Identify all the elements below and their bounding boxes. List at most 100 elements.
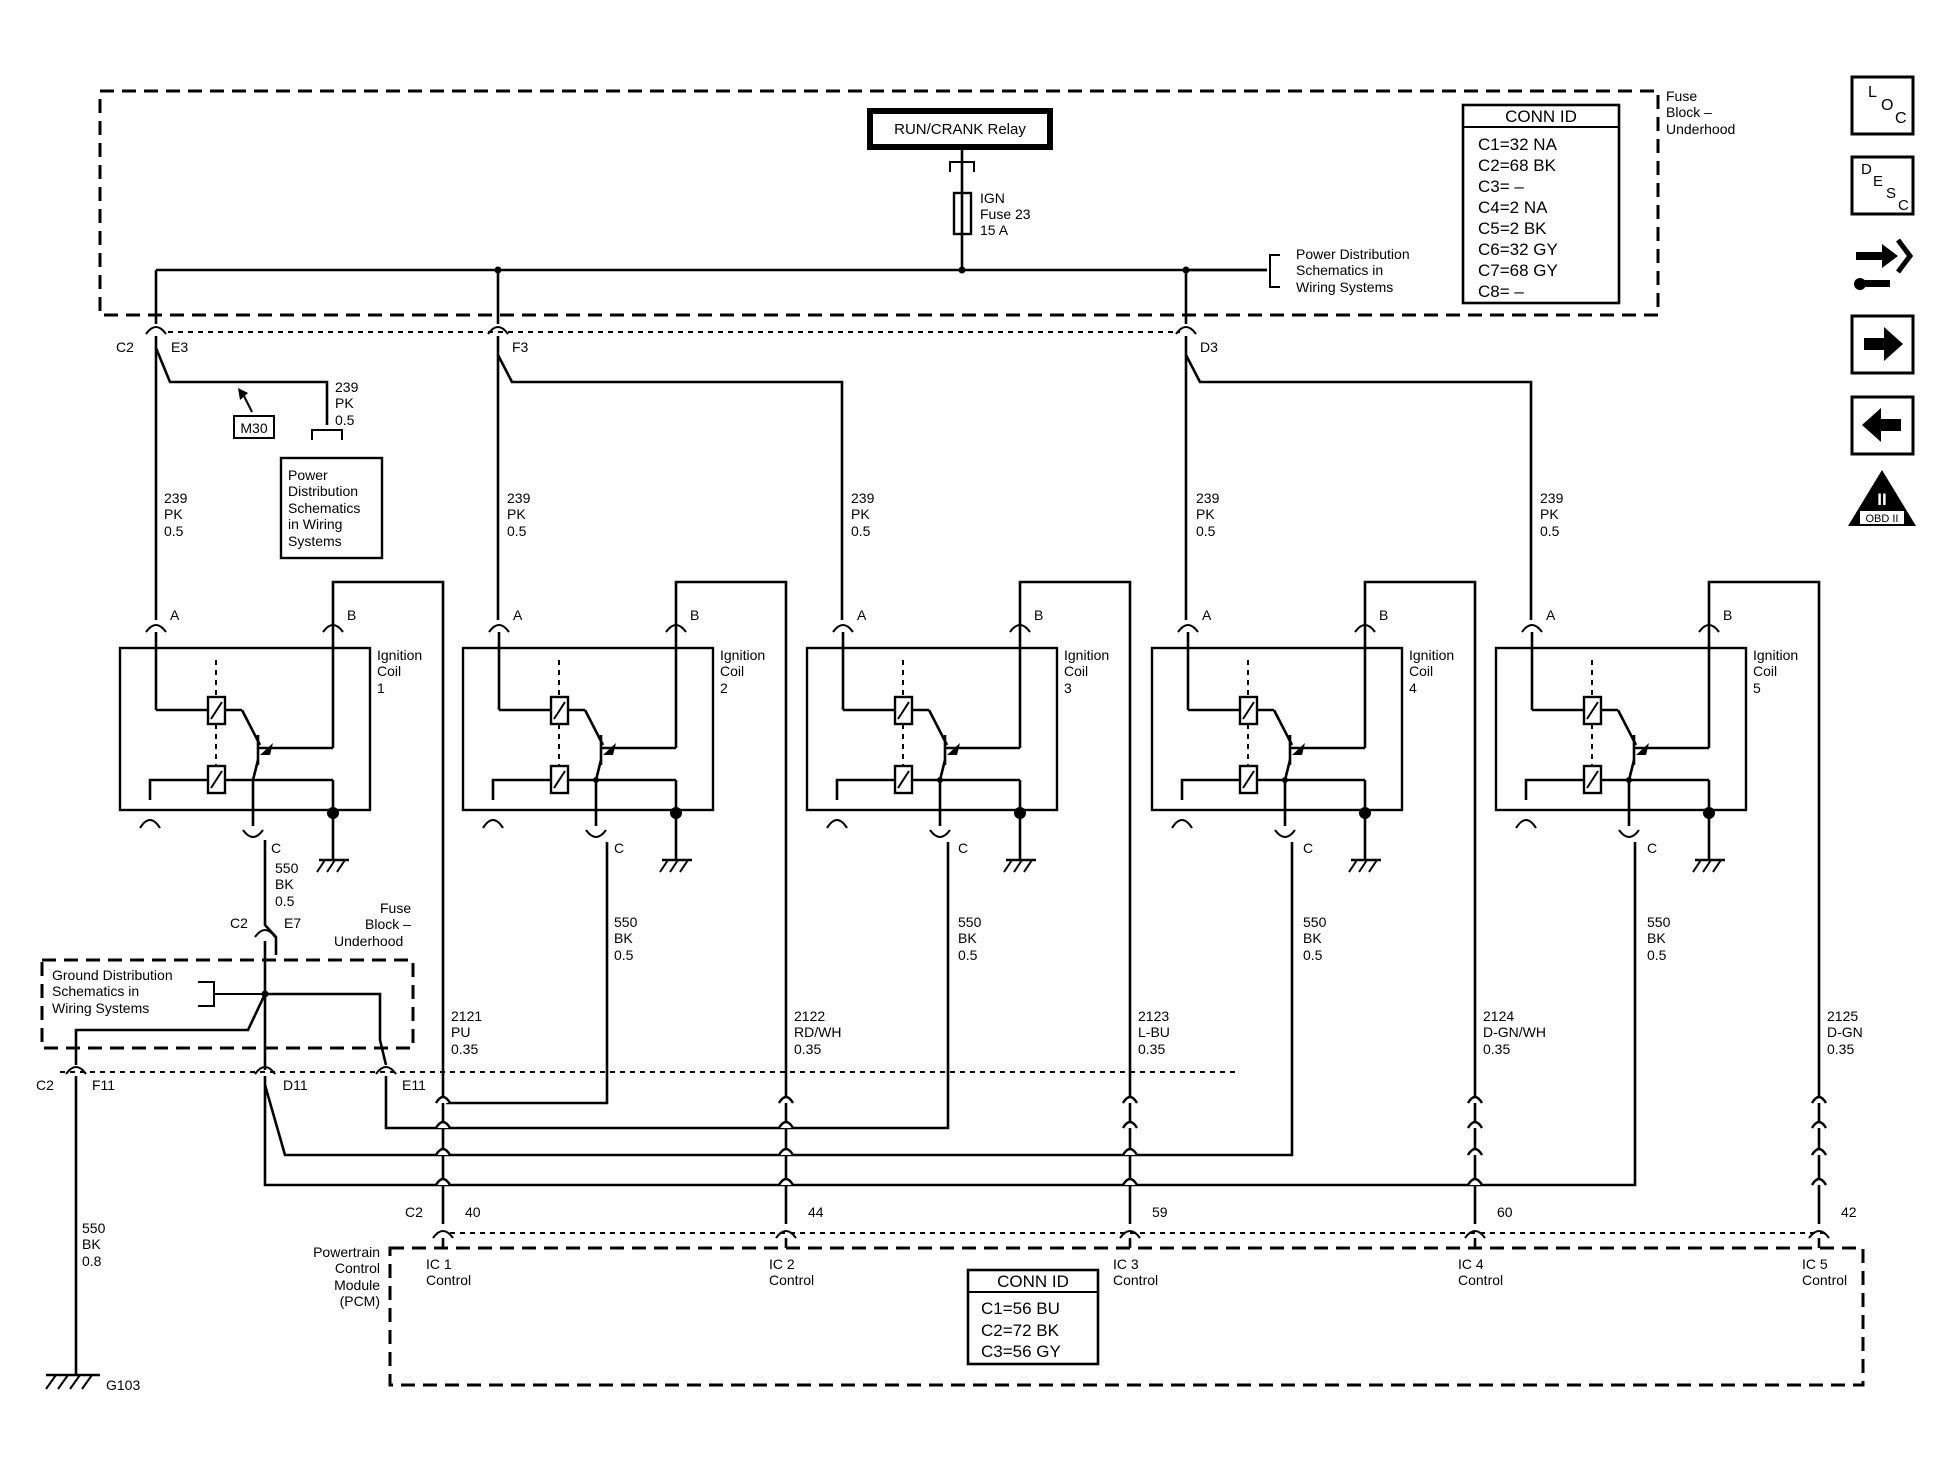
obd-ii-label: OBD II xyxy=(1865,513,1898,525)
connector-e7-icon xyxy=(254,929,276,938)
connector-f11-icon xyxy=(65,1066,87,1075)
control-wires: 2121PU0.352122RD/WH0.352123L-BU0.352124D… xyxy=(331,580,1863,1224)
connector-e11-pin: E11 xyxy=(402,1077,426,1093)
fuse-block-title-1: Fuse xyxy=(1666,88,1697,104)
connector-wrench-icon[interactable] xyxy=(1854,238,1914,290)
run-crank-relay-label: RUN/CRANK Relay xyxy=(894,121,1026,138)
coil1-ground-wire-2: BK xyxy=(275,876,294,892)
loc-button[interactable]: L O C xyxy=(1850,75,1915,136)
coil-feed-wire-circuit: 239 xyxy=(507,490,531,506)
coil-ground-wire-circuit: 550 xyxy=(1647,914,1671,930)
pin-c-connector-icon xyxy=(242,829,264,838)
pin-a-connector-icon xyxy=(1521,624,1543,633)
coil-pin-c-label: C xyxy=(958,840,968,856)
coil-name: 5 xyxy=(1753,680,1761,696)
coil-ground-icon xyxy=(1692,858,1725,873)
connector-wrench-button[interactable] xyxy=(1854,238,1914,290)
pcm-module: Powertrain Control Module (PCM) C2 CONN … xyxy=(313,1204,1865,1387)
coil-feed-wire-color: PK xyxy=(507,506,526,522)
svg-text:D: D xyxy=(1861,161,1872,178)
control-wire-circuit: 2121 xyxy=(451,1008,482,1024)
prev-page-button[interactable] xyxy=(1850,395,1915,456)
main-ground-wire-1: 550 xyxy=(82,1220,106,1236)
control-wire-circuit: 2123 xyxy=(1138,1008,1169,1024)
connector-f11-pin: F11 xyxy=(92,1077,115,1093)
lower-fuse-title: Fuse xyxy=(380,900,411,916)
lower-fuse-title: Block – xyxy=(365,916,411,932)
coil-pin-c-label: C xyxy=(1647,840,1657,856)
fuse-conn-id-title: CONN ID xyxy=(1505,107,1577,126)
lower-fuse-block: 550 BK 0.5 C2 E7 Fuse Block – Underhood … xyxy=(36,840,1240,1393)
pcm-pin-number: 59 xyxy=(1152,1204,1168,1220)
desc-icon[interactable] xyxy=(1850,155,1915,216)
coil-pin-b-label: B xyxy=(1723,607,1732,623)
pin-a-connector-icon xyxy=(832,624,854,633)
loc-icon[interactable] xyxy=(1850,75,1915,136)
obd-ii-button[interactable]: II OBD II xyxy=(1848,470,1916,526)
fuse-conn-id-row: C4=2 NA xyxy=(1478,198,1548,217)
coil-feed-wire-circuit: 239 xyxy=(164,490,188,506)
control-wire-circuit: 2122 xyxy=(794,1008,825,1024)
control-wire-color: RD/WH xyxy=(794,1024,841,1040)
power-dist-label-2: Schematics in xyxy=(1296,262,1383,278)
coil-feed-wire-gauge: 0.5 xyxy=(507,523,527,539)
pcm-control-label: Control xyxy=(1458,1272,1503,1288)
coil-name: Ignition xyxy=(377,647,422,663)
pcm-title: (PCM) xyxy=(340,1293,380,1309)
connector-e3-label: E3 xyxy=(171,339,188,355)
coil-ground-wire-gauge: 0.5 xyxy=(1647,947,1667,963)
control-wire-color: D-GN xyxy=(1827,1024,1863,1040)
fuse-label-3: 15 A xyxy=(980,222,1009,238)
coil-name: Ignition xyxy=(720,647,765,663)
desc-button[interactable]: D E S C xyxy=(1850,155,1915,216)
coil-name: Coil xyxy=(377,663,401,679)
pcm-pin-number: 40 xyxy=(465,1204,481,1220)
pcm-pin-connector-icon xyxy=(775,1230,797,1239)
pcm-conn-id-row: C1=56 BU xyxy=(981,1299,1060,1318)
coil-pin-a-label: A xyxy=(1546,607,1556,623)
connector-c2-label: C2 xyxy=(116,339,134,355)
lower-fuse-outline xyxy=(40,958,415,1050)
pcm-pin-connector-icon xyxy=(1119,1230,1141,1239)
control-wire-color: D-GN/WH xyxy=(1483,1024,1546,1040)
coil-name: 1 xyxy=(377,680,385,696)
next-page-button[interactable] xyxy=(1850,314,1915,375)
svg-text:II: II xyxy=(1877,490,1886,509)
connector-d3-icon xyxy=(1175,326,1197,335)
coil-ground-icon xyxy=(659,858,692,873)
coil-ground-icon xyxy=(1348,858,1381,873)
main-ground-wire-3: 0.8 xyxy=(82,1253,102,1269)
m30-box[interactable] xyxy=(233,415,275,439)
coil-pin-b-label: B xyxy=(1034,607,1043,623)
pin-c-connector-icon xyxy=(1618,829,1640,838)
coil-pin-a-label: A xyxy=(170,607,180,623)
pcm-pin-connector-icon xyxy=(1464,1230,1486,1239)
coil-ground-wire-gauge: 0.5 xyxy=(958,947,978,963)
connector-e7-conn: C2 xyxy=(230,915,248,931)
connector-f3-icon xyxy=(487,326,509,335)
svg-text:L: L xyxy=(1868,84,1877,101)
control-wire-gauge: 0.35 xyxy=(1483,1041,1510,1057)
fuse-block-underhood: Fuse Block – Underhood RUN/CRANK Relay I… xyxy=(98,88,1735,317)
coil-ground-icon xyxy=(1003,858,1036,873)
fuse-block-outline xyxy=(98,89,1660,317)
coil-pin-b-label: B xyxy=(1379,607,1388,623)
ground-dist-label: Wiring Systems xyxy=(52,1000,149,1016)
power-dist-box-line: Power xyxy=(288,467,328,483)
fuse-label-2: Fuse 23 xyxy=(980,206,1031,222)
ground-dist-label: Ground Distribution xyxy=(52,967,173,983)
pin-a-connector-icon xyxy=(145,624,167,633)
coil-feed-wire-gauge: 0.5 xyxy=(1540,523,1560,539)
pin-a-connector-icon xyxy=(488,624,510,633)
coil-feed-wire-color: PK xyxy=(1540,506,1559,522)
coil-ground-wire-gauge: 0.5 xyxy=(1303,947,1323,963)
connector-d11-icon xyxy=(254,1066,276,1075)
coil-ground-wire-circuit: 550 xyxy=(614,914,638,930)
pcm-control-label: Control xyxy=(1113,1272,1158,1288)
arrow-right-icon xyxy=(1864,327,1903,361)
